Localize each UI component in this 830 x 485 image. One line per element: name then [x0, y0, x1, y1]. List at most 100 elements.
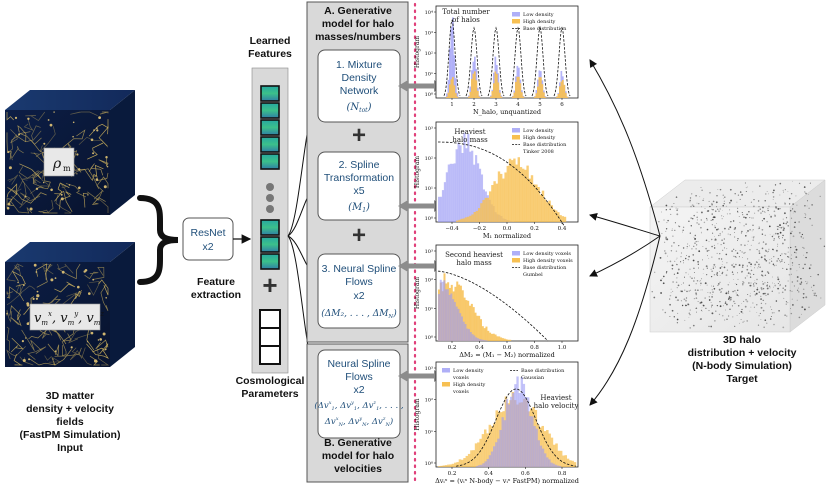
svg-text:1. Mixture: 1. Mixture — [336, 59, 382, 71]
x-tick-label: 6 — [560, 102, 564, 108]
plot-annotation: Total number — [442, 8, 490, 16]
hist-bar — [462, 321, 465, 341]
hist-bar — [461, 290, 464, 341]
hist-bar — [452, 17, 454, 98]
svg-text:3. Neural Spline: 3. Neural Spline — [322, 263, 397, 275]
hist-bar — [483, 340, 486, 341]
hist-bar — [490, 96, 492, 98]
svg-text:density + velocity: density + velocity — [26, 403, 114, 415]
svg-text:3D matter: 3D matter — [46, 390, 94, 402]
legend-swatch — [442, 368, 450, 373]
svg-text:Neural Spline: Neural Spline — [327, 358, 390, 370]
hist-bar — [480, 339, 483, 341]
double-arrow — [398, 80, 444, 92]
hist-bar — [450, 293, 453, 341]
x-tick-label: 0.2 — [448, 345, 457, 351]
double-arrow — [398, 260, 444, 272]
legend-label: voxels — [452, 375, 469, 381]
hist-bar — [535, 184, 538, 222]
svg-text:(Ntot): (Ntot) — [347, 102, 372, 114]
hist-bar — [467, 453, 471, 467]
legend-swatch — [512, 128, 520, 133]
legend-swatch — [512, 258, 520, 263]
hist-bar — [500, 96, 503, 98]
legend-label: Low density — [453, 368, 484, 374]
y-axis-label: Histogram — [414, 398, 421, 431]
hist-bar — [473, 164, 476, 222]
hist-bar — [541, 190, 545, 222]
svg-text:Learned: Learned — [250, 35, 291, 47]
hist-bar — [560, 81, 563, 98]
hist-bar — [453, 85, 456, 98]
hist-bar — [512, 392, 515, 467]
hist-bar — [482, 199, 485, 222]
x-tick-label: −0.4 — [445, 226, 459, 232]
hist-bar — [554, 464, 557, 467]
hist-bar — [531, 416, 534, 467]
hist-bar — [494, 71, 497, 98]
hist-bar — [515, 164, 518, 222]
hist-bar — [557, 94, 560, 98]
y-axis-label: Histogram — [414, 36, 421, 69]
hist-bar — [468, 96, 470, 98]
hist-bar — [491, 185, 494, 222]
hist-bar — [561, 216, 564, 222]
hist-bar — [518, 393, 521, 467]
y-tick-label: 10³ — [425, 366, 433, 372]
target-halo-cube — [649, 179, 826, 333]
hist-bar — [492, 333, 495, 341]
hist-bar — [571, 460, 574, 467]
hist-bar — [499, 92, 501, 98]
y-tick-label: 10⁰ — [425, 461, 433, 467]
hist-bar — [513, 92, 516, 98]
hist-bar — [461, 152, 464, 222]
hist-bar — [505, 339, 508, 341]
hist-bar — [515, 81, 517, 98]
x-tick-label: 3 — [494, 102, 498, 108]
hist-bar — [460, 218, 463, 222]
hist-bar — [535, 428, 538, 467]
legend-label: voxels — [452, 389, 469, 395]
hist-bar — [456, 220, 459, 222]
hist-bar — [457, 142, 460, 222]
svg-text:(FastPM Simulation): (FastPM Simulation) — [20, 429, 121, 441]
plot-annotation: Heaviest — [540, 394, 571, 402]
hist-bar — [444, 465, 448, 467]
hist-bar — [478, 208, 481, 222]
x-tick-label: −0.2 — [473, 226, 486, 232]
legend-label: Gaussian — [521, 375, 545, 381]
x-tick-label: 1 — [450, 102, 454, 108]
hist-bar — [493, 181, 496, 222]
legend-swatch — [442, 382, 450, 387]
feature-cell — [260, 85, 280, 102]
hist-bar — [559, 450, 563, 467]
hist-bar — [449, 48, 451, 98]
y-axis-label: Histogram — [414, 156, 421, 189]
hist-bar — [458, 219, 461, 222]
hist-bar — [539, 445, 543, 467]
hist-bar — [462, 218, 465, 222]
hist-bar — [467, 300, 470, 341]
svg-text:x2: x2 — [353, 384, 364, 396]
hist-bar — [493, 83, 495, 98]
hist-bar — [456, 92, 459, 98]
hist-bar — [479, 319, 482, 341]
hist-bar — [509, 339, 512, 341]
hist-bar — [558, 465, 562, 467]
x-tick-label: 0.6 — [521, 471, 530, 477]
hist-bar — [475, 337, 478, 341]
hist-bar — [537, 187, 540, 222]
hist-bar — [439, 279, 442, 341]
y-tick-label: 10⁰ — [425, 335, 433, 341]
hist-bar — [550, 205, 553, 222]
hist-bar — [476, 338, 479, 341]
hist-bar — [446, 93, 448, 98]
hist-bar — [471, 214, 474, 222]
hist-bar — [562, 79, 564, 98]
hist-bar — [478, 315, 481, 341]
plot-annotation: of halos — [452, 16, 480, 24]
hist-bar — [494, 334, 497, 341]
x-tick-label: 0.4 — [484, 471, 493, 477]
